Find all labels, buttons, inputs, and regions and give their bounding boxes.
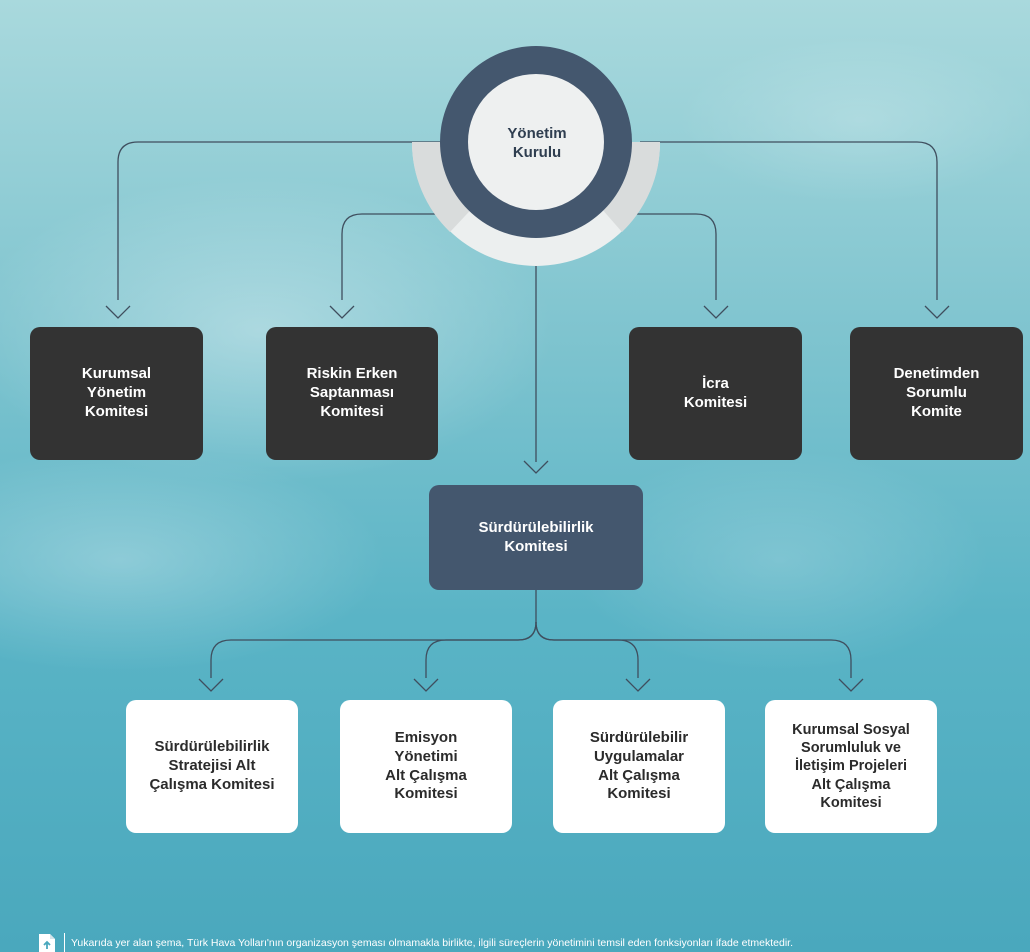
corporate-governance-committee: Kurumsal Yönetim Komitesi: [30, 327, 203, 460]
footer-text: Yukarıda yer alan şema, Türk Hava Yollar…: [71, 937, 793, 949]
arrow-down-icon: [413, 678, 439, 692]
csr-communication-subcommittee: Kurumsal Sosyal Sorumluluk ve İletişim P…: [765, 700, 937, 833]
sustainability-committee: Sürdürülebilirlik Komitesi: [429, 485, 643, 590]
arrow-down-icon: [838, 678, 864, 692]
arrow-down-icon: [523, 460, 549, 474]
arrow-down-icon: [198, 678, 224, 692]
board-of-directors-label: Yönetim Kurulu: [507, 124, 567, 162]
arrow-down-icon: [625, 678, 651, 692]
audit-committee: Denetimden Sorumlu Komite: [850, 327, 1023, 460]
sustainability-strategy-subcommittee: Sürdürülebilirlik Stratejisi Alt Çalışma…: [126, 700, 298, 833]
arrow-down-icon: [105, 305, 131, 319]
arrow-down-icon: [329, 305, 355, 319]
arrow-down-icon: [703, 305, 729, 319]
sustainable-practices-subcommittee: Sürdürülebilir Uygulamalar Alt Çalışma K…: [553, 700, 725, 833]
footer-divider: [64, 933, 65, 952]
arrow-down-icon: [924, 305, 950, 319]
executive-committee: İcra Komitesi: [629, 327, 802, 460]
early-risk-detection-committee: Riskin Erken Saptanması Komitesi: [266, 327, 438, 460]
footer-note: Yukarıda yer alan şema, Türk Hava Yollar…: [38, 932, 793, 952]
document-upload-icon: [39, 934, 55, 952]
root-circle-graphic: [411, 46, 661, 266]
emission-management-subcommittee: Emisyon Yönetimi Alt Çalışma Komitesi: [340, 700, 512, 833]
